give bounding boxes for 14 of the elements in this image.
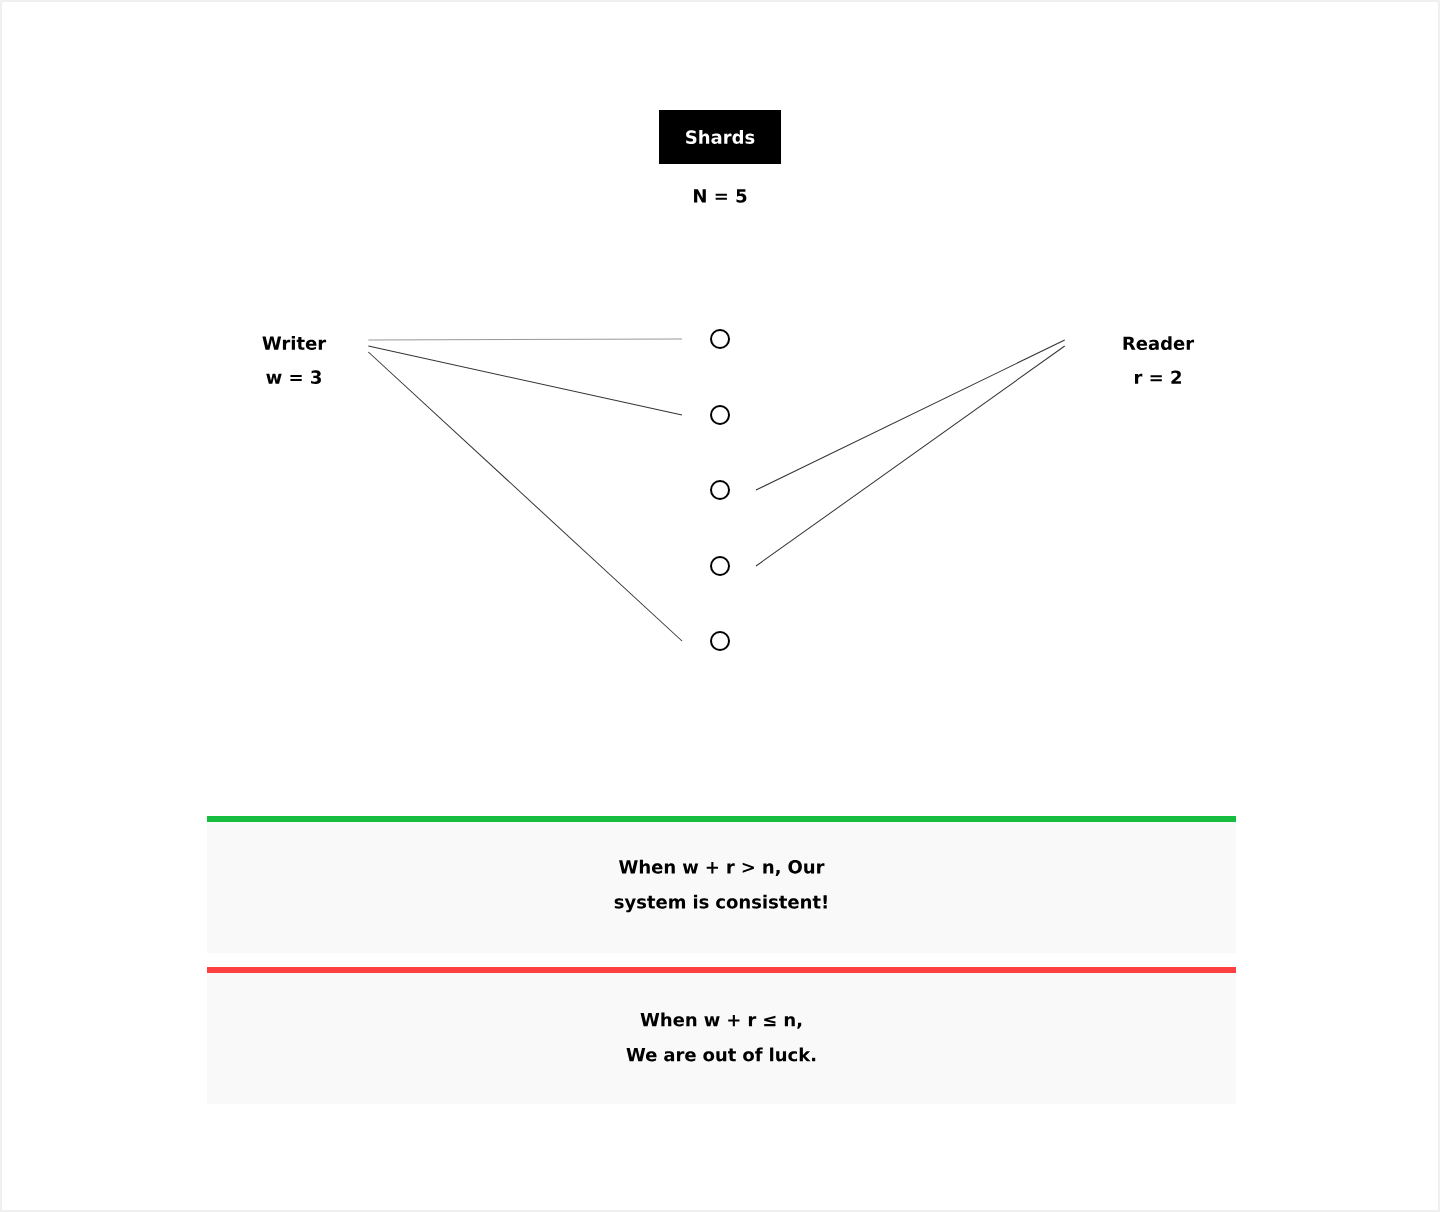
actor-label: Writer w = 3 [262,336,327,384]
actor-label: Reader r = 2 [1123,336,1195,384]
connector-line [367,351,683,642]
connector-line [755,339,1066,491]
node-caption: N = 5 [694,189,747,203]
shard-circle [710,556,730,576]
connector-line [755,345,1066,567]
title-box: Shards [659,110,781,164]
connector-line [367,338,683,341]
shard-circle [710,631,730,651]
shard-circle [710,329,730,349]
connector-line [367,345,683,416]
shard-circle [710,480,730,500]
shard-circle [710,405,730,425]
